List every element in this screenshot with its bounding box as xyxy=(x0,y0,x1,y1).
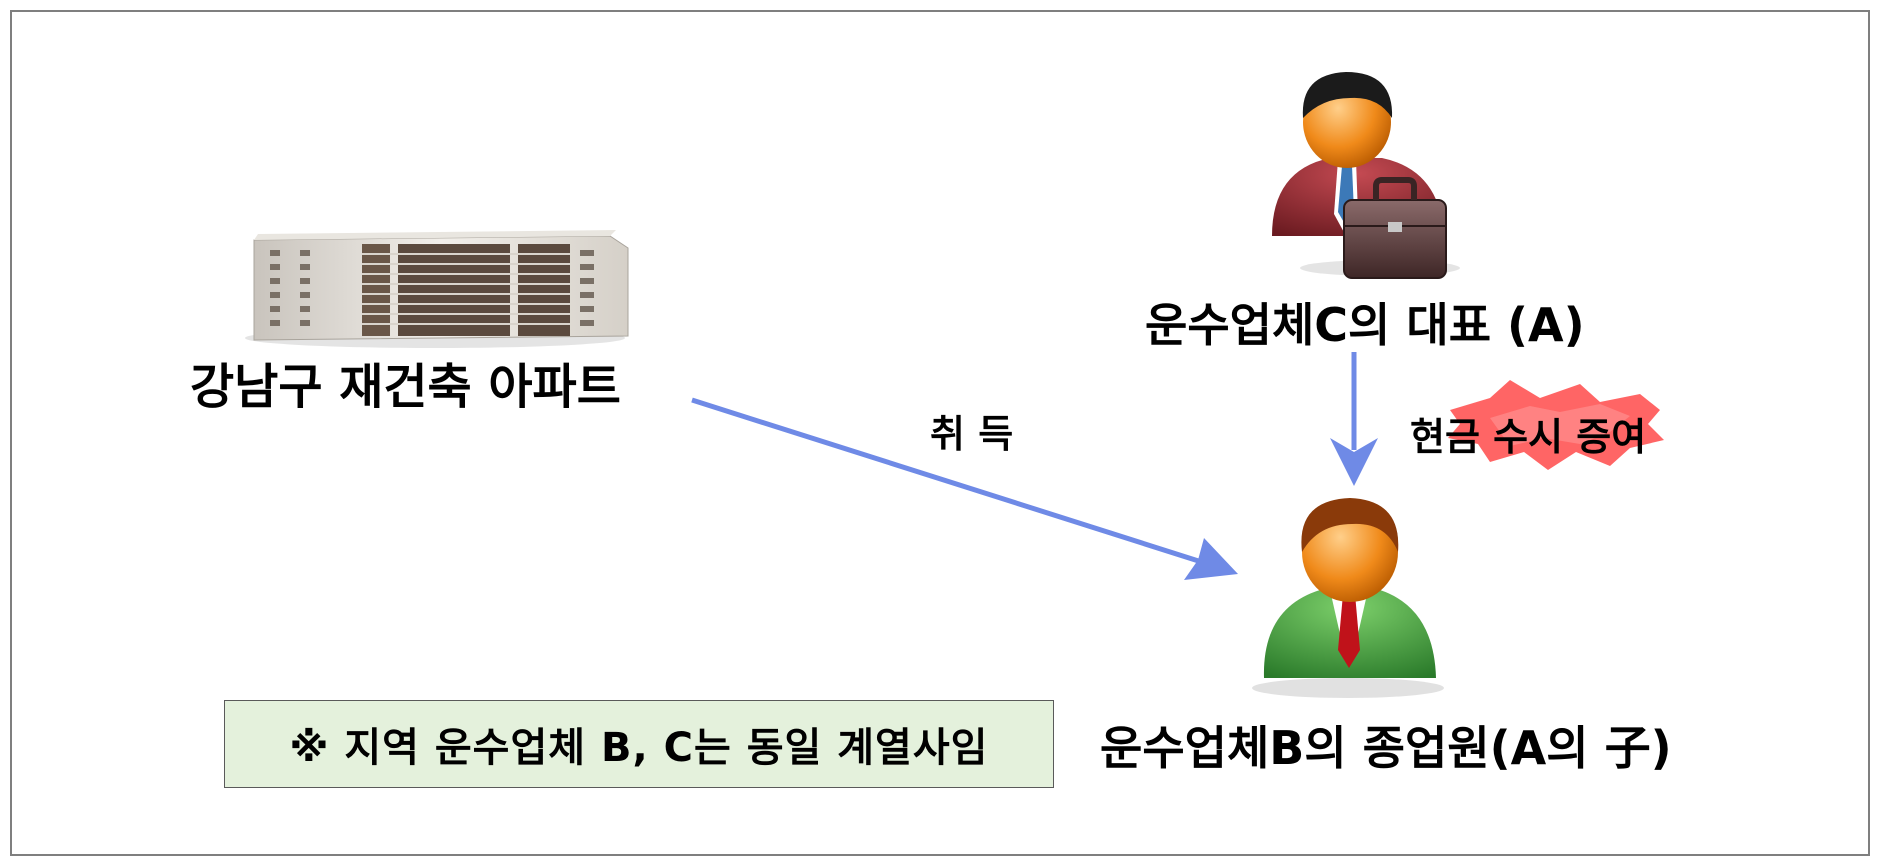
apartment-label: 강남구 재건축 아파트 xyxy=(190,359,621,415)
ceo-label: 운수업체C의 대표 (A) xyxy=(1145,298,1585,352)
note-box: ※ 지역 운수업체 B, C는 동일 계열사임 xyxy=(224,700,1054,788)
apartment-building-icon xyxy=(245,230,629,348)
acquisition-label: 취 득 xyxy=(930,412,1014,456)
employee-person-icon xyxy=(1252,498,1444,698)
businessman-with-briefcase-icon xyxy=(1272,72,1460,279)
employee-label: 운수업체B의 종업원(A의 子) xyxy=(1100,721,1672,775)
acquisition-arrow xyxy=(691,397,1238,580)
cash-gift-label: 현금 수시 증여 xyxy=(1410,415,1647,459)
red-burst-icon xyxy=(1448,380,1664,470)
cash-gift-arrow xyxy=(1330,352,1378,486)
note-text: ※ 지역 운수업체 B, C는 동일 계열사임 xyxy=(289,725,989,771)
